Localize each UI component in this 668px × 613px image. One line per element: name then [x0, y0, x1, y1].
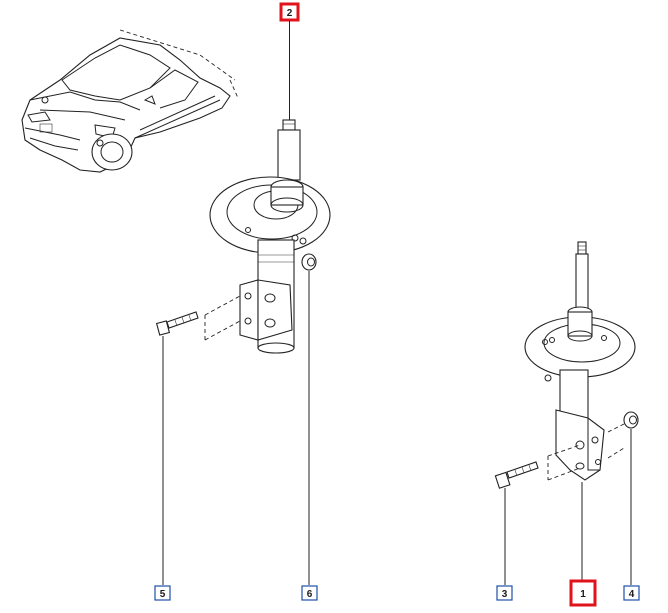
callout-5-label: 5: [160, 589, 166, 600]
nut-path-right: [607, 423, 625, 459]
callout-1[interactable]: 1: [569, 579, 597, 607]
nut-4: [623, 411, 639, 429]
callout-3-label: 3: [502, 589, 508, 600]
callout-4-label: 4: [629, 589, 635, 600]
callout-1-label: 1: [580, 589, 586, 600]
strut-assembly-left: [209, 119, 331, 354]
vehicle-illustration: [21, 29, 239, 173]
callout-2-label: 2: [287, 8, 293, 19]
bolt-path-left: [204, 295, 241, 341]
callout-3[interactable]: 3: [496, 585, 513, 601]
nut-6: [301, 253, 317, 271]
callout-6-label: 6: [307, 589, 313, 600]
callout-6[interactable]: 6: [301, 585, 318, 601]
strut-assembly-right: [524, 241, 636, 481]
callout-2[interactable]: 2: [279, 2, 300, 22]
bolt-path-right: [547, 444, 581, 481]
bolt-5: [155, 311, 199, 336]
bolt-3: [494, 461, 539, 489]
callout-5[interactable]: 5: [154, 585, 171, 601]
callout-4[interactable]: 4: [623, 585, 640, 601]
